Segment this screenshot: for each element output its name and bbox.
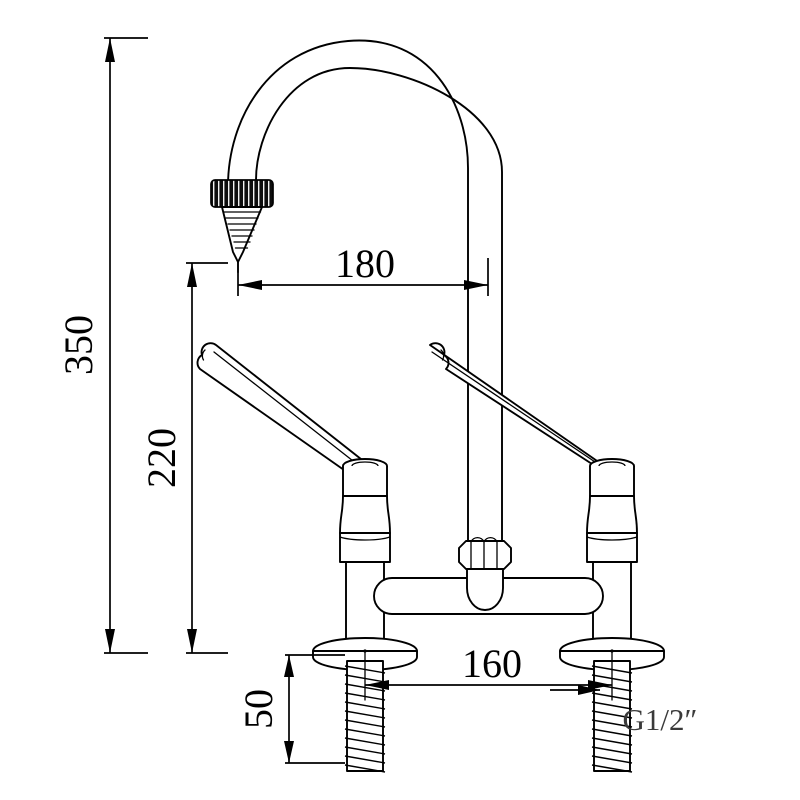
right-handle [429, 342, 613, 481]
thread-size-label: G1/2″ [623, 702, 698, 737]
left-valve-body [339, 458, 391, 653]
dimension-spout-reach: 180 [237, 241, 489, 296]
dimension-centre-distance: 160 [365, 641, 612, 690]
dimension-handle-height: 220 [139, 262, 228, 654]
gooseneck-spout [227, 39, 503, 550]
dimension-label-50: 50 [236, 689, 281, 729]
nozzle-knurled-collar [210, 179, 274, 208]
nozzle-tip [210, 179, 274, 273]
dimension-label-160: 160 [462, 641, 522, 686]
left-handle [196, 342, 371, 481]
hex-nut [458, 536, 512, 611]
dimension-shank-length: 50 [236, 654, 345, 764]
nozzle-cone [221, 206, 263, 263]
nozzle-cone-ribs [222, 211, 262, 249]
dimension-label-180: 180 [335, 241, 395, 286]
dimension-label-220: 220 [139, 428, 184, 488]
right-valve-body [586, 458, 638, 653]
dimension-label-350: 350 [56, 315, 101, 375]
dimension-overall-height: 350 [56, 37, 148, 654]
left-shank [344, 650, 386, 773]
thread-size-callout: G1/2″ [550, 685, 697, 737]
